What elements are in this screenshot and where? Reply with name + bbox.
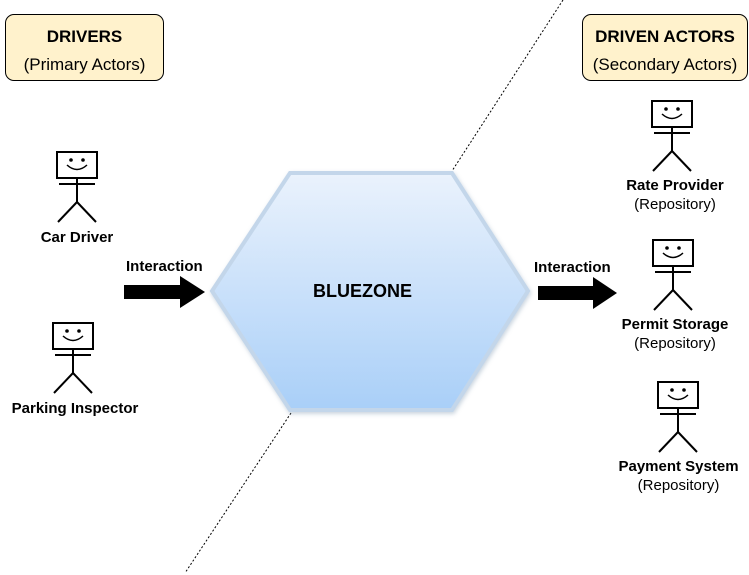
- permit-storage-role: (Repository): [634, 335, 716, 352]
- driven-actors-subtitle: (Secondary Actors): [592, 55, 738, 74]
- rate-provider-label: Rate Provider (Repository): [600, 176, 749, 214]
- driven-actors-title: DRIVEN ACTORS: [595, 27, 735, 46]
- permit-storage-label: Permit Storage (Repository): [600, 315, 749, 353]
- payment-system-name: Payment System: [618, 458, 739, 475]
- payment-system-label: Payment System (Repository): [601, 457, 749, 495]
- parking-inspector-name: Parking Inspector: [11, 400, 139, 417]
- bluezone-hexagon: [209, 171, 531, 412]
- drivers-box: DRIVERS (Primary Actors): [5, 14, 164, 81]
- parking-inspector-label: Parking Inspector: [0, 399, 150, 418]
- car-driver-name: Car Driver: [40, 229, 114, 246]
- bluezone-label: BLUEZONE: [313, 281, 412, 301]
- drivers-subtitle: (Primary Actors): [23, 55, 146, 74]
- permit-storage-name: Permit Storage: [621, 316, 729, 333]
- car-driver-figure: [56, 151, 98, 223]
- left-interaction-label: Interaction: [126, 258, 203, 275]
- drivers-title: DRIVERS: [46, 27, 123, 46]
- car-driver-label: Car Driver: [17, 228, 137, 247]
- payment-system-role: (Repository): [637, 477, 720, 494]
- payment-system-figure: [657, 381, 699, 453]
- driven-actors-box: DRIVEN ACTORS (Secondary Actors): [582, 14, 748, 81]
- parking-inspector-figure: [52, 322, 94, 394]
- left-interaction-arrow: [124, 276, 205, 308]
- boundary-line-top: [451, 0, 564, 172]
- right-interaction-label: Interaction: [534, 259, 611, 276]
- rate-provider-role: (Repository): [634, 196, 716, 213]
- permit-storage-figure: [652, 239, 694, 311]
- rate-provider-figure: [651, 100, 693, 172]
- right-interaction-arrow: [538, 277, 617, 309]
- rate-provider-name: Rate Provider: [626, 177, 724, 194]
- boundary-line-bottom: [184, 412, 292, 574]
